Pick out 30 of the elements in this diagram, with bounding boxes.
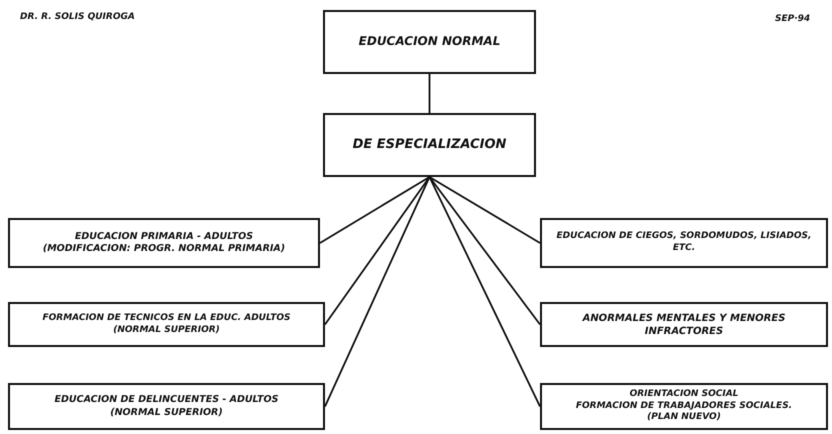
category-box <box>323 113 536 177</box>
box-text: (NORMAL SUPERIOR) <box>110 406 223 419</box>
box-text: EDUCACION DE CIEGOS, SORDOMUDOS, LISIADOS, ETC. <box>556 231 812 255</box>
box-text: (PLAN NUEVO) <box>647 412 721 424</box>
category-box <box>8 302 325 347</box>
connector-line <box>324 176 430 407</box>
box-text: ANORMALES MENTALES Y MENORES INFRACTORES <box>581 312 786 338</box>
box-text: (NORMAL SUPERIOR) <box>113 324 220 336</box>
category-box <box>540 302 828 347</box>
category-box <box>323 10 536 74</box>
category-box <box>8 218 320 268</box>
connector-line <box>428 176 541 407</box>
author-name: DR. R. SOLIS QUIROGA <box>20 12 135 22</box>
box-text: EDUCACION NORMAL <box>358 34 500 50</box>
category-box <box>8 383 325 430</box>
box-text: FORMACION DE TRABAJADORES SOCIALES. <box>576 400 792 412</box>
box-text: EDUCACION DE DELINCUENTES - ADULTOS <box>54 394 278 406</box>
date-note: SEP·94 <box>775 14 810 24</box>
connector-line <box>320 176 430 244</box>
category-box <box>540 218 828 268</box>
category-box <box>540 383 828 430</box>
connector-line <box>324 176 430 326</box>
connector-line <box>429 176 540 244</box>
connector-line <box>428 176 541 326</box>
box-text: (MODIFICACION: PROGR. NORMAL PRIMARIA) <box>42 243 286 256</box>
box-text: DE ESPECIALIZACION <box>352 136 506 154</box>
box-text: ORIENTACION SOCIAL <box>630 388 738 401</box>
box-text: EDUCACION PRIMARIA - ADULTOS <box>74 230 254 243</box>
box-text: FORMACION DE TECNICOS EN LA EDUC. ADULTOS <box>42 312 291 324</box>
connector-line <box>428 74 430 113</box>
